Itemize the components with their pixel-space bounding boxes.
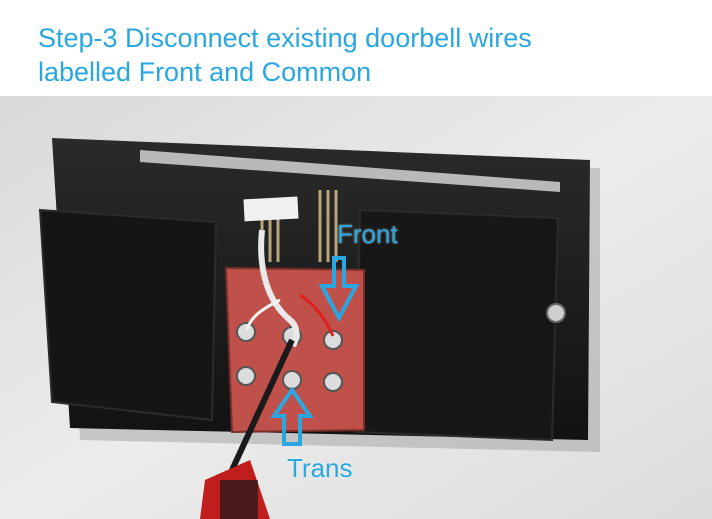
metal-bracket — [140, 150, 560, 192]
foam-pad — [243, 196, 299, 222]
screwdriver-shaft — [229, 338, 295, 472]
caption-line-2: labelled Front and Common — [38, 57, 372, 87]
front-label: Front — [337, 219, 398, 249]
doorbell-chime-photo — [0, 96, 712, 519]
terminal-board — [224, 266, 365, 434]
trans-label: Trans — [287, 453, 353, 483]
red-wire — [299, 293, 335, 337]
left-solenoid-block — [38, 208, 218, 422]
screwdriver-handle-dark — [220, 480, 258, 519]
caption-area: Step-3 Disconnect existing doorbell wire… — [0, 0, 712, 98]
trans-arrow — [270, 386, 314, 446]
caption-line-1: Step-3 Disconnect existing doorbell wire… — [38, 23, 532, 53]
mounting-screw — [546, 303, 566, 323]
white-wire-2 — [245, 298, 281, 331]
front-arrow — [318, 256, 360, 323]
terminal-screws — [236, 322, 343, 392]
white-wire — [258, 229, 300, 348]
